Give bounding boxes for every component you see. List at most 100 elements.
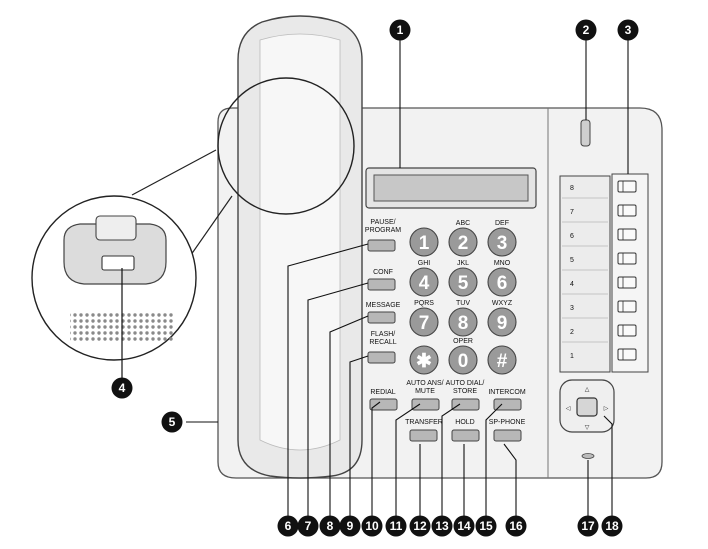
leader-9 xyxy=(349,355,369,516)
line-label-5: 5 xyxy=(570,257,574,264)
redial-button[interactable]: REDIAL xyxy=(369,389,398,411)
line-key-8[interactable] xyxy=(617,180,637,193)
line-key-2[interactable] xyxy=(617,324,637,337)
key-cap[interactable] xyxy=(409,267,439,297)
line-key-6[interactable] xyxy=(617,228,637,241)
button-label: RECALL xyxy=(369,339,396,346)
callout-number: 7 xyxy=(305,519,312,533)
button-label: INTERCOM xyxy=(488,389,526,396)
button-cap[interactable] xyxy=(451,429,480,442)
nav-up-icon[interactable]: △ xyxy=(585,387,590,393)
callout-disc xyxy=(431,515,453,537)
callout-disc xyxy=(409,515,431,537)
key-cap[interactable] xyxy=(448,267,478,297)
conf-button[interactable]: CONF xyxy=(367,269,396,291)
button-label: PROGRAM xyxy=(365,227,401,234)
key-cap[interactable] xyxy=(448,227,478,257)
button-cap[interactable] xyxy=(493,398,522,411)
key-digit: 6 xyxy=(497,273,508,294)
button-cap[interactable] xyxy=(411,398,440,411)
line-key-3[interactable] xyxy=(617,300,637,313)
nav-down-icon[interactable]: ▽ xyxy=(585,425,590,431)
sp-phone-button[interactable]: SP-PHONE xyxy=(489,419,526,442)
line-key-7[interactable] xyxy=(617,204,637,217)
key-letters: PQRS xyxy=(414,300,434,307)
key-cap[interactable] xyxy=(487,345,517,375)
navigator-enter-button[interactable] xyxy=(576,397,598,417)
button-cap[interactable] xyxy=(409,429,438,442)
key-letters: WXYZ xyxy=(492,300,513,307)
key-cap[interactable] xyxy=(448,307,478,337)
button-cap[interactable] xyxy=(493,429,522,442)
callout-15: 15 xyxy=(475,515,497,537)
auto-dial-store-button[interactable]: AUTO DIAL/STORE xyxy=(446,380,485,411)
callout-17: 17 xyxy=(577,515,599,537)
callout-number: 17 xyxy=(581,519,595,533)
callout-number: 12 xyxy=(413,519,427,533)
key-cap[interactable] xyxy=(487,227,517,257)
key-cap[interactable] xyxy=(409,307,439,337)
hook-switch xyxy=(101,255,135,271)
callout-7: 7 xyxy=(297,515,319,537)
key-9[interactable]: 9 WXYZ xyxy=(487,300,517,337)
callout-number: 5 xyxy=(169,415,176,429)
button-label: AUTO DIAL/ xyxy=(446,380,485,387)
key-digit: 5 xyxy=(458,273,469,294)
button-cap[interactable] xyxy=(451,398,480,411)
key-cap[interactable] xyxy=(409,227,439,257)
key-1[interactable]: 1 xyxy=(409,227,439,257)
button-cap[interactable] xyxy=(369,398,398,411)
callout-6: 6 xyxy=(277,515,299,537)
nav-right-icon[interactable]: ▷ xyxy=(604,406,609,412)
intercom-button[interactable]: INTERCOM xyxy=(488,389,526,411)
line-keys-frame xyxy=(611,173,649,373)
button-cap[interactable] xyxy=(367,311,396,324)
key-letters: GHI xyxy=(418,260,431,267)
key-10[interactable]: ✱ xyxy=(409,345,439,375)
message-button[interactable]: MESSAGE xyxy=(366,302,401,324)
callout-number: 9 xyxy=(347,519,354,533)
key-digit: 9 xyxy=(497,313,508,334)
callout-10: 10 xyxy=(361,515,383,537)
hook-detail xyxy=(63,223,167,285)
button-label: MESSAGE xyxy=(366,302,401,309)
hold-button[interactable]: HOLD xyxy=(451,419,480,442)
line-label-3: 3 xyxy=(570,305,574,312)
leader-15 xyxy=(485,403,503,516)
key-letters: DEF xyxy=(495,220,509,227)
transfer-button[interactable]: TRANSFER xyxy=(405,419,443,442)
button-label: MUTE xyxy=(415,388,435,395)
button-cap[interactable] xyxy=(367,278,396,291)
line-label-1: 1 xyxy=(570,353,574,360)
line-label-8: 8 xyxy=(570,185,574,192)
key-cap[interactable] xyxy=(487,307,517,337)
key-cap[interactable] xyxy=(409,345,439,375)
callout-1: 1 xyxy=(389,19,411,41)
button-cap[interactable] xyxy=(367,239,396,252)
auto-ans-mute-button[interactable]: AUTO ANS/MUTE xyxy=(406,380,444,411)
callout-disc xyxy=(601,515,623,537)
pause-program-button[interactable]: PAUSE/PROGRAM xyxy=(365,219,401,252)
flash-recall-button[interactable]: FLASH/RECALL xyxy=(367,331,397,364)
callout-number: 13 xyxy=(435,519,449,533)
callout-9: 9 xyxy=(339,515,361,537)
nav-left-icon[interactable]: ◁ xyxy=(566,406,571,412)
leader-18 xyxy=(603,415,613,516)
line-key-5[interactable] xyxy=(617,252,637,265)
callout-disc xyxy=(319,515,341,537)
key-12[interactable]: # xyxy=(487,345,517,375)
leader-8 xyxy=(329,315,369,516)
key-cap[interactable] xyxy=(448,345,478,375)
button-cap[interactable] xyxy=(367,351,396,364)
line-key-4[interactable] xyxy=(617,276,637,289)
line-key-1[interactable] xyxy=(617,348,637,361)
key-cap[interactable] xyxy=(487,267,517,297)
